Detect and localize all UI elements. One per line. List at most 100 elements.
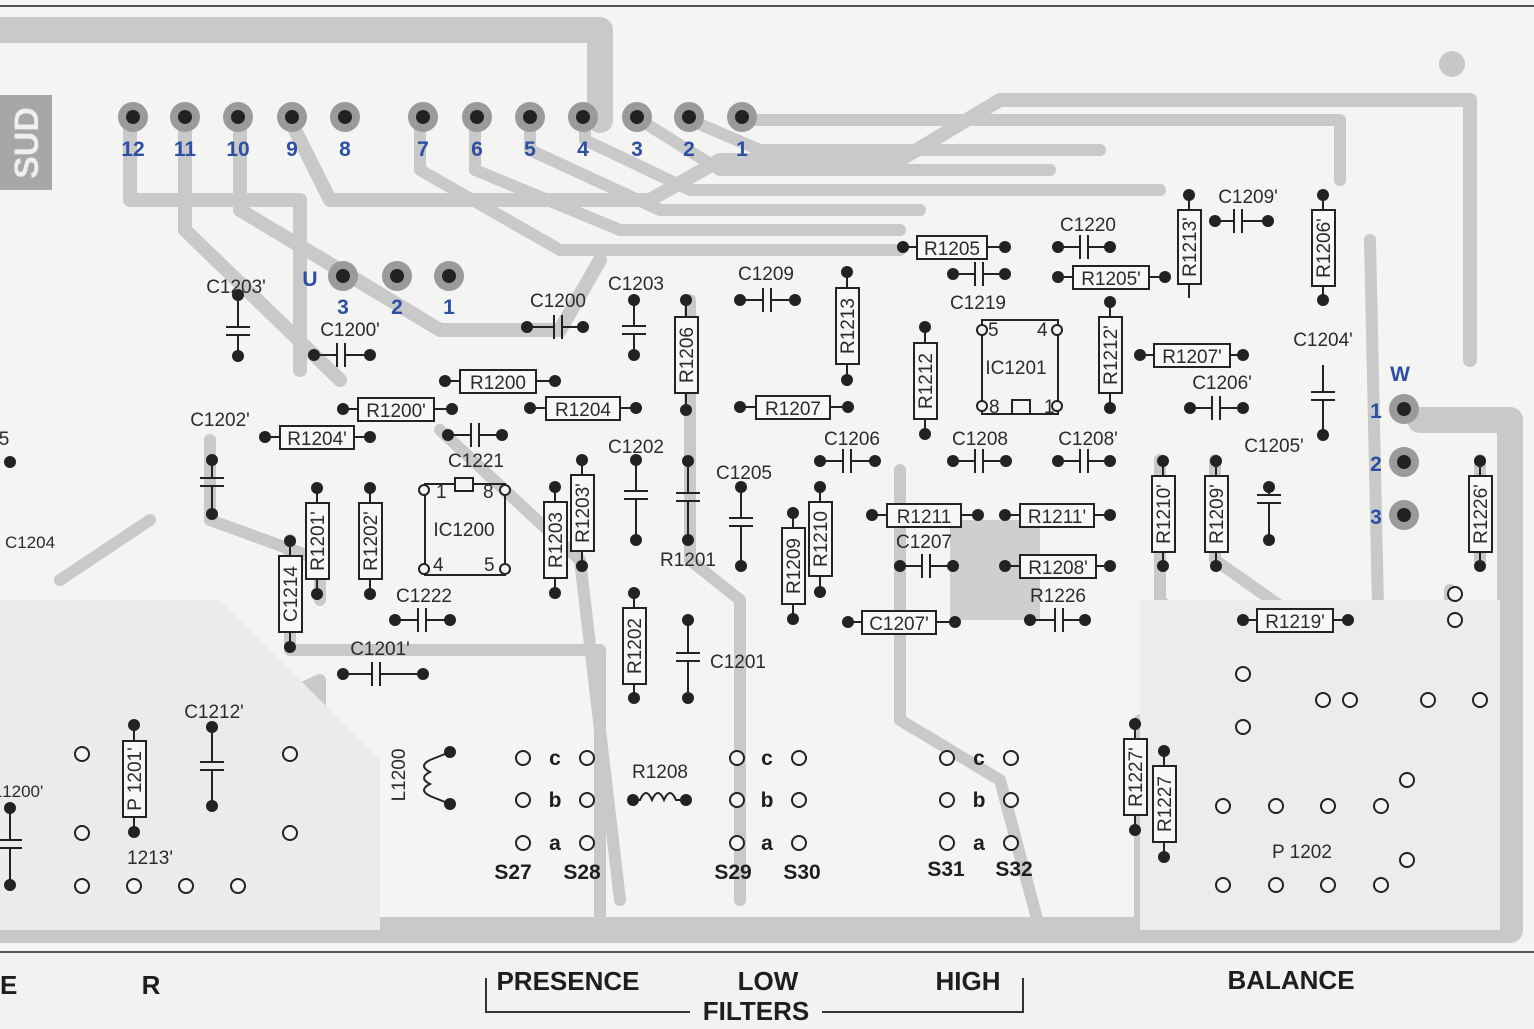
pin-label: 2 [391,296,403,319]
switch-tap: c [761,747,773,770]
resistor: R1201' [305,488,330,594]
capacitor [1030,608,1085,632]
resistor: R1227 [1152,751,1177,857]
switch-label: S27 [494,861,531,884]
component-label: C1212' [184,702,244,723]
manufacturer-logo: SUD [0,95,52,190]
connector-pad [277,102,307,132]
capacitor [1215,209,1268,233]
connector-pad [330,102,360,132]
component-label: R1209' [1207,484,1228,544]
component-label: R1201' [308,511,329,571]
connector-pad [568,102,598,132]
connector-pad [515,102,545,132]
resistor: R1207 [740,395,848,420]
caption-balance: BALANCE [1227,965,1354,995]
component-label: C1202 [608,437,664,458]
connector-pad [1389,447,1419,477]
capacitor [200,727,224,806]
logo-text: SUD [8,107,46,179]
component-label: C1203 [608,274,664,295]
capacitor [820,449,875,473]
ic-notch [1011,399,1031,415]
component-label: C1208' [1058,429,1118,450]
component-label: R1207' [1162,347,1222,368]
capacitor [1311,365,1335,435]
component-label: C1205 [716,463,772,484]
ic-pin-number: 8 [483,482,494,503]
resistor: R1202' [358,488,383,594]
mounting-hole [1439,51,1465,77]
resistor: R1210 [808,487,833,592]
capacitor [953,262,1005,286]
filters-bracket [485,978,1024,1013]
resistor: R1204 [530,396,636,421]
component-label: P 1201' [125,747,146,811]
component-label: C1219 [950,293,1006,314]
pin-label: 5 [524,138,536,161]
resistor: R1226' [1468,461,1493,566]
component-label: R1204' [287,429,347,450]
pin-label: 11 [174,138,197,161]
component-label: C1204' [1293,330,1353,351]
resistor: R1212' [1098,302,1123,408]
component-label: R1226 [1030,586,1086,607]
connector-pad [462,102,492,132]
component-label: R1210 [811,511,832,567]
ic-notch [454,477,474,492]
pin-label: 2 [683,138,695,161]
capacitor [448,423,502,447]
component-label: R1209 [784,538,805,594]
pin-label: 2 [1370,453,1382,476]
resistor: C1214 [278,541,303,647]
pin-label: 3 [1370,506,1382,529]
component-label: R1206' [1314,218,1335,278]
switch-tap: b [549,789,562,812]
component-label: R1227 [1155,776,1176,832]
connector-w: W 1 2 3 [1370,363,1419,530]
solder-pads [4,189,1486,891]
component-label: C1204 [5,533,55,552]
caption-filters: FILTERS [703,996,809,1026]
connector-pad [1389,394,1419,424]
resistor: R1203' [570,460,595,566]
connector-pad [408,102,438,132]
capacitor [676,461,700,540]
connector-pad [622,102,652,132]
component-label: C1200 [530,291,586,312]
component-label: C1201' [350,639,410,660]
capacitor [0,808,22,885]
ic-pin-labels: 1 8 4 5 5 4 8 1 [433,320,1055,576]
connector-pad [434,261,464,291]
ic-pin-number: 8 [989,397,1000,418]
resistor: R1210' [1151,461,1176,566]
ic-pin-number: 1 [1044,397,1055,418]
connector-w-name: W [1390,363,1410,386]
ic-pin-number: 5 [484,555,495,576]
component-label: 5 [0,429,9,450]
resistor: R1208' [1005,554,1110,579]
component-label: 1213' [127,848,173,869]
component-label: C1221 [448,451,504,472]
switch-tap: a [973,832,985,855]
component-label: R1211 [897,507,952,528]
inductor [423,751,451,805]
component-label: R1227' [1126,747,1147,807]
pin-label: 3 [337,296,349,319]
component-labels: C1203' C1200' C1200 C1203 C1209 C1220 C1… [0,187,1353,869]
switch-labels: S27 S28 S29 S30 S31 S32 [494,858,1032,884]
resistor: R1212 [913,327,938,434]
component-label: R1205 [924,239,980,260]
connector-pad [328,261,358,291]
switch-tap: b [761,789,774,812]
pin-label: 3 [631,138,643,161]
resistor: R1213' [1177,195,1202,298]
component-label: C1207' [869,614,929,635]
resistor: R1200' [343,397,452,422]
resistor: R1207' [1140,343,1243,368]
switch-label: S31 [927,858,965,881]
component-label: R1202 [625,618,646,674]
ic-pin-number: 1 [436,482,447,503]
capacitor [624,460,648,540]
component-label: C1209' [1218,187,1278,208]
